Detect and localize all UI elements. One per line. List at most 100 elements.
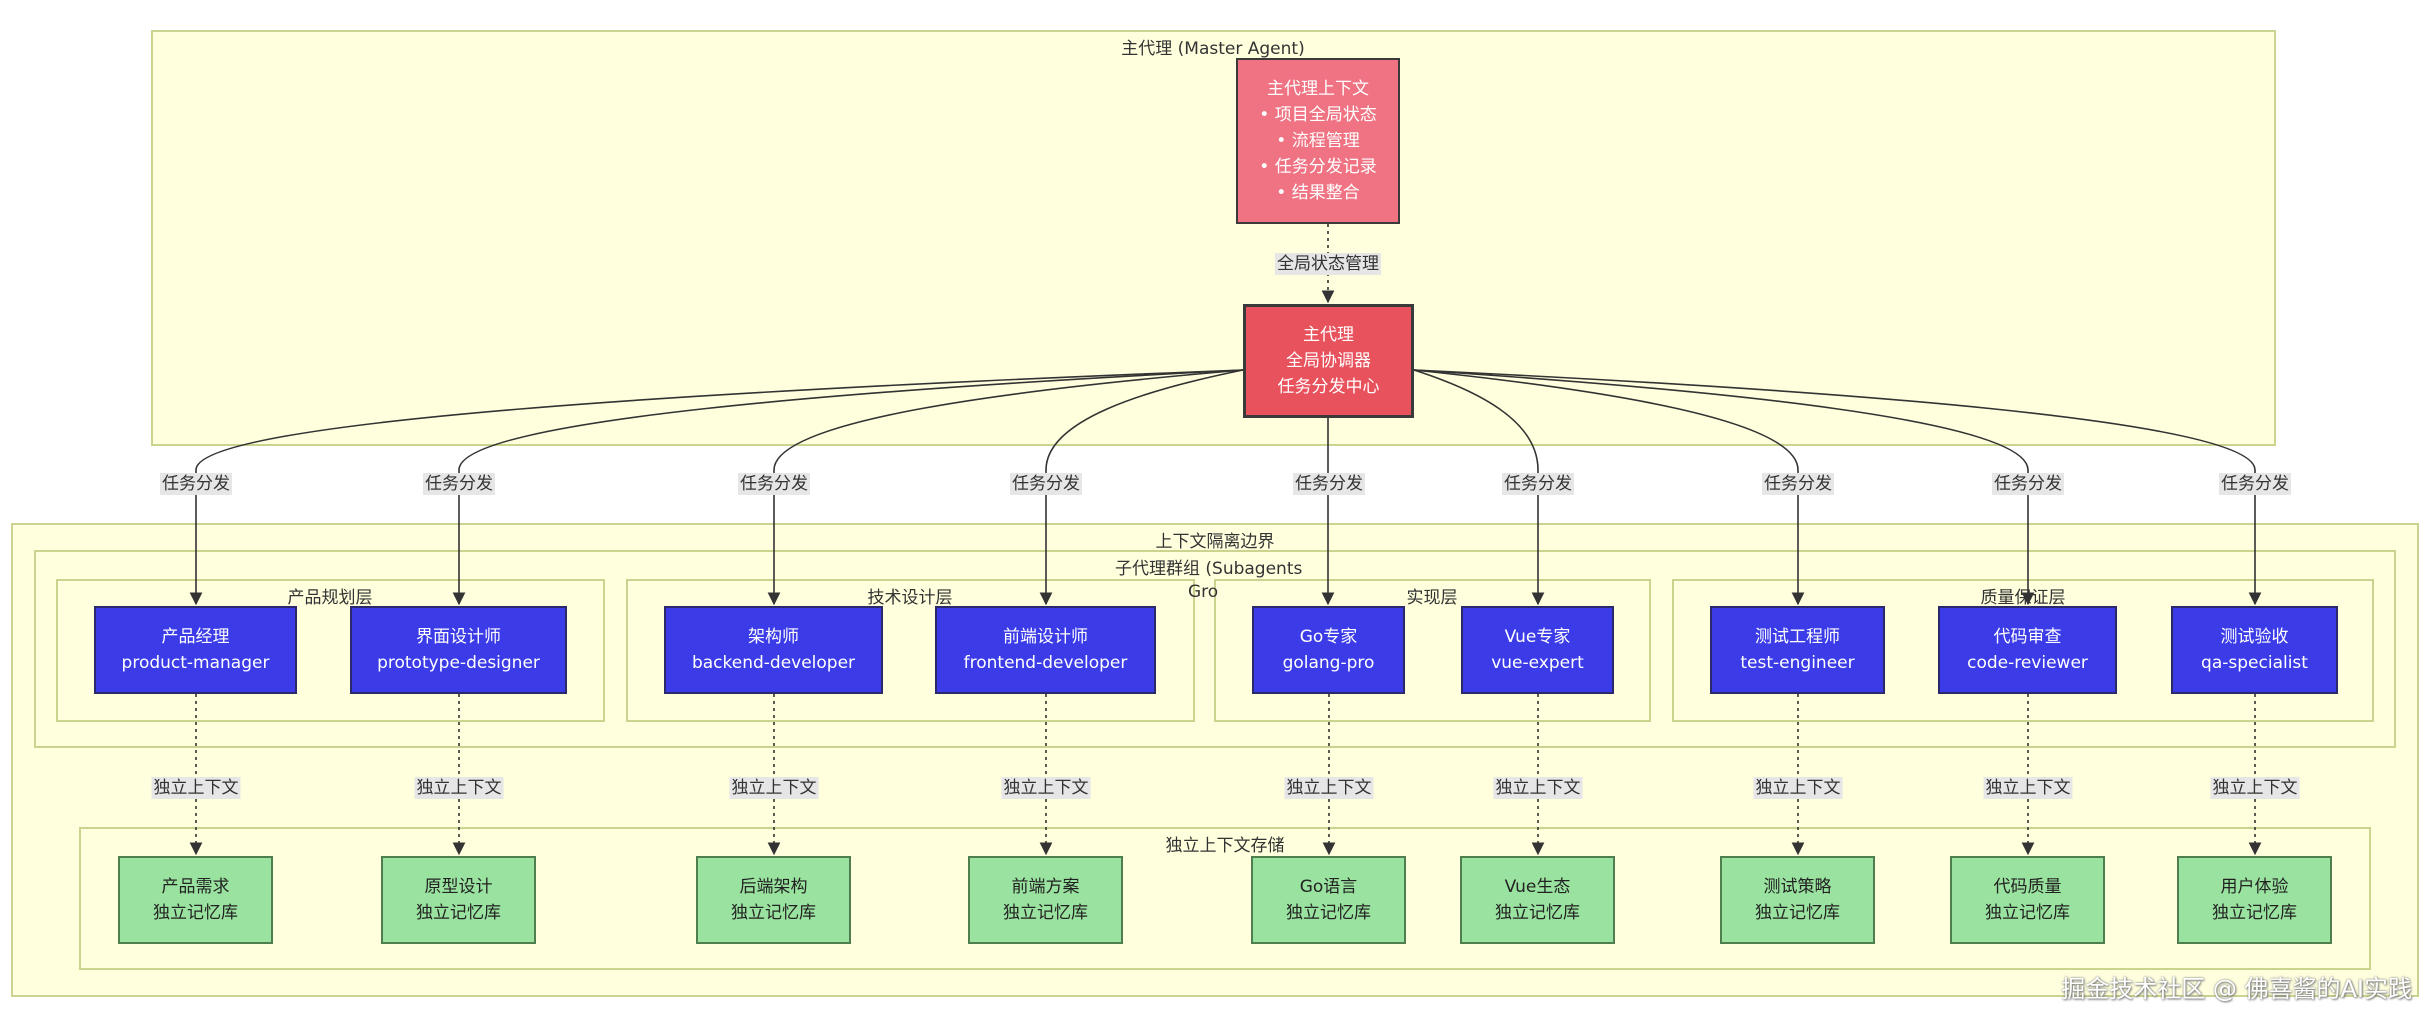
memory-topic: 测试策略 — [1763, 877, 1832, 897]
edge-label-isolated-context: 独立上下文 — [151, 777, 241, 799]
edge-label-dispatch: 任务分发 — [2219, 473, 2291, 495]
agent-role: product-manager — [121, 653, 270, 673]
memory-node-test: 测试策略 独立记忆库 — [1720, 856, 1875, 944]
agent-node-backend-developer: 架构师 backend-developer — [664, 606, 883, 694]
agent-node-product-manager: 产品经理 product-manager — [94, 606, 297, 694]
memory-topic: Go语言 — [1299, 877, 1358, 897]
agent-node-prototype-designer: 界面设计师 prototype-designer — [350, 606, 567, 694]
master-context-item: • 结果整合 — [1276, 183, 1360, 203]
memory-label: 独立记忆库 — [2212, 903, 2297, 923]
memory-topic: 用户体验 — [2220, 877, 2289, 897]
tech-layer-title: 技术设计层 — [867, 588, 953, 608]
agent-role: golang-pro — [1282, 653, 1375, 673]
watermark: 掘金技术社区 @ 佛喜酱的AI实践 — [2061, 975, 2412, 1003]
memory-topic: 前端方案 — [1011, 877, 1080, 897]
memory-label: 独立记忆库 — [1755, 903, 1840, 923]
edge-group — [189, 224, 2262, 856]
agent-node-code-reviewer: 代码审查 code-reviewer — [1938, 606, 2117, 694]
memory-topic: 代码质量 — [1993, 877, 2062, 897]
agent-role: frontend-developer — [963, 653, 1128, 673]
master-context-item: • 项目全局状态 — [1259, 105, 1377, 125]
agent-node-qa-specialist: 测试验收 qa-specialist — [2171, 606, 2338, 694]
memory-label: 独立记忆库 — [1003, 903, 1088, 923]
agent-role: test-engineer — [1740, 653, 1855, 673]
agent-name: 界面设计师 — [416, 627, 501, 647]
edge-label-dispatch: 任务分发 — [423, 473, 495, 495]
agent-name: 产品经理 — [161, 627, 230, 647]
agent-node-vue-expert: Vue专家 vue-expert — [1461, 606, 1614, 694]
memory-label: 独立记忆库 — [1985, 903, 2070, 923]
edge-dispatch-fe — [1039, 369, 1244, 606]
memory-label: 独立记忆库 — [153, 903, 238, 923]
agent-node-frontend-developer: 前端设计师 frontend-developer — [935, 606, 1156, 694]
edge-label-isolated-context: 独立上下文 — [729, 777, 819, 799]
agent-role: prototype-designer — [377, 653, 540, 673]
memory-topic: 产品需求 — [161, 877, 230, 897]
edge-label-isolated-context: 独立上下文 — [1284, 777, 1374, 799]
subagents-cluster-title-overflow: Gro — [1188, 582, 1219, 602]
agent-role: code-reviewer — [1967, 653, 2088, 673]
memory-label: 独立记忆库 — [1495, 903, 1580, 923]
agent-name: 前端设计师 — [1003, 627, 1088, 647]
master-node-line: 主代理 — [1303, 325, 1354, 345]
edge-dispatch-review — [1413, 369, 2035, 606]
agent-node-test-engineer: 测试工程师 test-engineer — [1710, 606, 1885, 694]
memory-node-backend: 后端架构 独立记忆库 — [696, 856, 851, 944]
edge-label-dispatch: 任务分发 — [160, 473, 232, 495]
agent-role: vue-expert — [1491, 653, 1584, 673]
subagents-cluster-title: 子代理群组 (Subagents — [1115, 559, 1303, 579]
edge-label-isolated-context: 独立上下文 — [1493, 777, 1583, 799]
edge-label-dispatch: 任务分发 — [1293, 473, 1365, 495]
product-layer-title: 产品规划层 — [287, 588, 373, 608]
agent-name: Go专家 — [1299, 627, 1358, 647]
edge-label-isolated-context: 独立上下文 — [1001, 777, 1091, 799]
edge-dispatch-test — [1413, 369, 1805, 606]
master-node-line: 全局协调器 — [1286, 351, 1371, 371]
edge-label-dispatch: 任务分发 — [1502, 473, 1574, 495]
edge-dispatch-arch — [767, 369, 1244, 606]
memory-node-review: 代码质量 独立记忆库 — [1950, 856, 2105, 944]
edge-label-dispatch: 任务分发 — [738, 473, 810, 495]
memory-node-product: 产品需求 独立记忆库 — [118, 856, 273, 944]
edge-dispatch-qa — [1413, 369, 2262, 606]
edge-label-isolated-context: 独立上下文 — [2210, 777, 2300, 799]
memory-label: 独立记忆库 — [416, 903, 501, 923]
master-context-item: • 流程管理 — [1276, 131, 1360, 151]
memory-node-vue: Vue生态 独立记忆库 — [1460, 856, 1615, 944]
agent-name: 代码审查 — [1993, 627, 2062, 647]
master-context-title: 主代理上下文 — [1267, 79, 1369, 99]
edge-label-isolated-context: 独立上下文 — [1753, 777, 1843, 799]
edge-dispatch-vue — [1413, 369, 1545, 606]
storage-cluster-title: 独立上下文存储 — [1165, 836, 1285, 856]
edge-label-isolated-context: 独立上下文 — [1983, 777, 2073, 799]
master-agent-cluster-title: 主代理 (Master Agent) — [1121, 39, 1305, 59]
agent-name: Vue专家 — [1504, 627, 1571, 647]
edge-label-dispatch: 任务分发 — [1010, 473, 1082, 495]
edge-label-dispatch: 任务分发 — [1992, 473, 2064, 495]
memory-node-prototype: 原型设计 独立记忆库 — [381, 856, 536, 944]
memory-label: 独立记忆库 — [1286, 903, 1371, 923]
agent-name: 架构师 — [748, 627, 799, 647]
master-context-node: 主代理上下文 • 项目全局状态 • 流程管理 • 任务分发记录 • 结果整合 — [1236, 58, 1400, 224]
agent-role: qa-specialist — [2201, 653, 2308, 673]
memory-node-ux: 用户体验 独立记忆库 — [2177, 856, 2332, 944]
context-boundary-title: 上下文隔离边界 — [1155, 532, 1275, 552]
memory-topic: Vue生态 — [1504, 877, 1571, 897]
agent-name: 测试工程师 — [1755, 627, 1840, 647]
impl-layer-title: 实现层 — [1406, 588, 1458, 608]
edge-dispatch-pm — [189, 369, 1244, 606]
agent-name: 测试验收 — [2220, 627, 2289, 647]
edge-label-isolated-context: 独立上下文 — [414, 777, 504, 799]
master-node-line: 任务分发中心 — [1277, 377, 1380, 397]
memory-topic: 原型设计 — [424, 877, 493, 897]
agent-node-golang-pro: Go专家 golang-pro — [1252, 606, 1405, 694]
edge-dispatch-ui — [452, 369, 1244, 606]
agent-role: backend-developer — [691, 653, 856, 673]
memory-topic: 后端架构 — [739, 877, 808, 897]
edge-label-global-state: 全局状态管理 — [1275, 253, 1381, 275]
master-agent-cluster — [151, 30, 2276, 446]
memory-label: 独立记忆库 — [731, 903, 816, 923]
memory-node-go: Go语言 独立记忆库 — [1251, 856, 1406, 944]
master-agent-node: 主代理 全局协调器 任务分发中心 — [1243, 304, 1414, 418]
